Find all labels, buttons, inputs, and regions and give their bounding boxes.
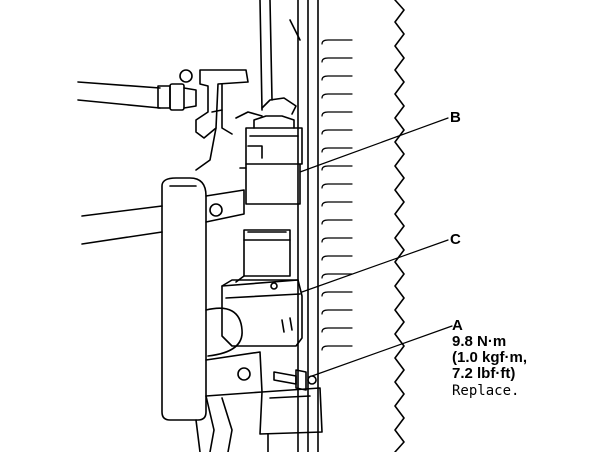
torque-lbf: 7.2 lbf·ft) (452, 365, 516, 382)
connector-c (221, 279, 303, 347)
torque-kgf: (1.0 kgf·m, (452, 349, 528, 366)
hose (77, 69, 197, 111)
mounting-bracket (195, 69, 249, 171)
sensor-body (235, 229, 291, 283)
leader-a (311, 325, 453, 377)
callout-b-label: B (450, 109, 461, 126)
lower-actuator (195, 307, 263, 452)
bottom-bracket (259, 387, 323, 452)
leader-lines (299, 117, 453, 377)
callout-a-label: A (452, 317, 463, 334)
replace-note: Replace. (452, 383, 520, 399)
leader-c (301, 239, 449, 293)
radiator-panel (259, 0, 405, 452)
torque-nm: 9.8 N·m (452, 333, 507, 350)
connector-b (235, 97, 303, 205)
left-plate (81, 177, 245, 421)
callout-c-label: C (450, 231, 461, 248)
bolt-a (273, 369, 317, 391)
leader-b (299, 117, 449, 173)
